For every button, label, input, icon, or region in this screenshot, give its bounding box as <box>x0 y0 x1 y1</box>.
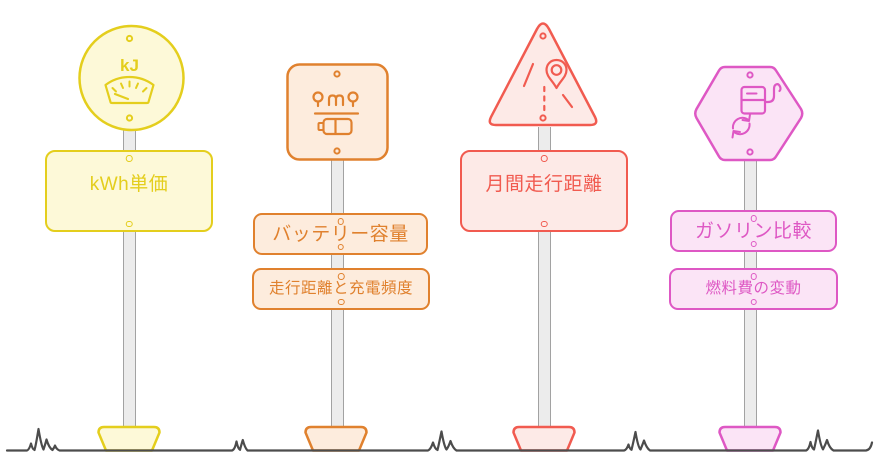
circle-sign: kJ <box>78 24 185 132</box>
sign-title: 月間走行距離 <box>485 174 603 195</box>
sign-gasoline-comparison: ガソリン比較 <box>670 210 837 252</box>
power-gauge-icon: kJ <box>104 56 155 105</box>
ground-and-bases <box>5 425 874 452</box>
sign-subtitle: 燃料費の変動 <box>705 280 802 298</box>
sign-kwh-price: kWh単価 <box>45 150 213 232</box>
bolt-icon <box>750 215 757 222</box>
ground-grass-line <box>5 427 874 452</box>
bolt-icon <box>746 71 754 79</box>
bolt-icon <box>540 155 548 162</box>
sign-fuel-cost-fluctuation: 燃料費の変動 <box>669 268 838 310</box>
bolt-icon <box>125 155 133 162</box>
sign-battery-capacity: バッテリー容量 <box>253 213 428 255</box>
bolt-icon <box>333 70 341 78</box>
triangle-sign <box>488 22 598 127</box>
bolt-icon <box>125 114 134 122</box>
bolt-icon <box>750 298 757 305</box>
bolt-icon <box>337 298 345 305</box>
sign-title: バッテリー容量 <box>272 223 409 245</box>
sign-monthly-mileage: 月間走行距離 <box>460 150 628 232</box>
bolt-icon <box>540 220 548 227</box>
sign-title: ガソリン比較 <box>694 220 812 242</box>
gauge-unit-text: kJ <box>120 56 139 75</box>
sign-base <box>304 425 368 452</box>
sign-distance-charge-frequency: 走行距離と充電頻度 <box>252 268 430 310</box>
road-location-pin-icon <box>522 58 574 115</box>
sign-base <box>512 425 576 452</box>
square-sign <box>286 63 389 161</box>
bolt-icon <box>539 32 547 40</box>
bolt-icon <box>125 220 133 227</box>
sign-base <box>718 425 782 452</box>
bolt-icon <box>750 240 757 247</box>
route-battery-icon <box>312 91 360 136</box>
bolt-icon <box>750 273 757 280</box>
triangle-sign-face <box>488 22 598 127</box>
sign-title: kWh単価 <box>89 174 169 195</box>
bolt-icon <box>333 147 341 155</box>
sign-subtitle: 走行距離と充電頻度 <box>268 280 413 298</box>
bolt-icon <box>337 273 345 280</box>
hexagon-sign <box>694 65 804 162</box>
bolt-icon <box>337 243 344 250</box>
fuel-pump-refresh-icon <box>731 83 782 139</box>
bolt-icon <box>539 114 547 122</box>
sign-base <box>97 425 161 452</box>
square-sign-face <box>286 63 389 161</box>
bolt-icon <box>125 34 134 43</box>
bolt-icon <box>337 218 344 225</box>
bolt-icon <box>746 148 754 156</box>
